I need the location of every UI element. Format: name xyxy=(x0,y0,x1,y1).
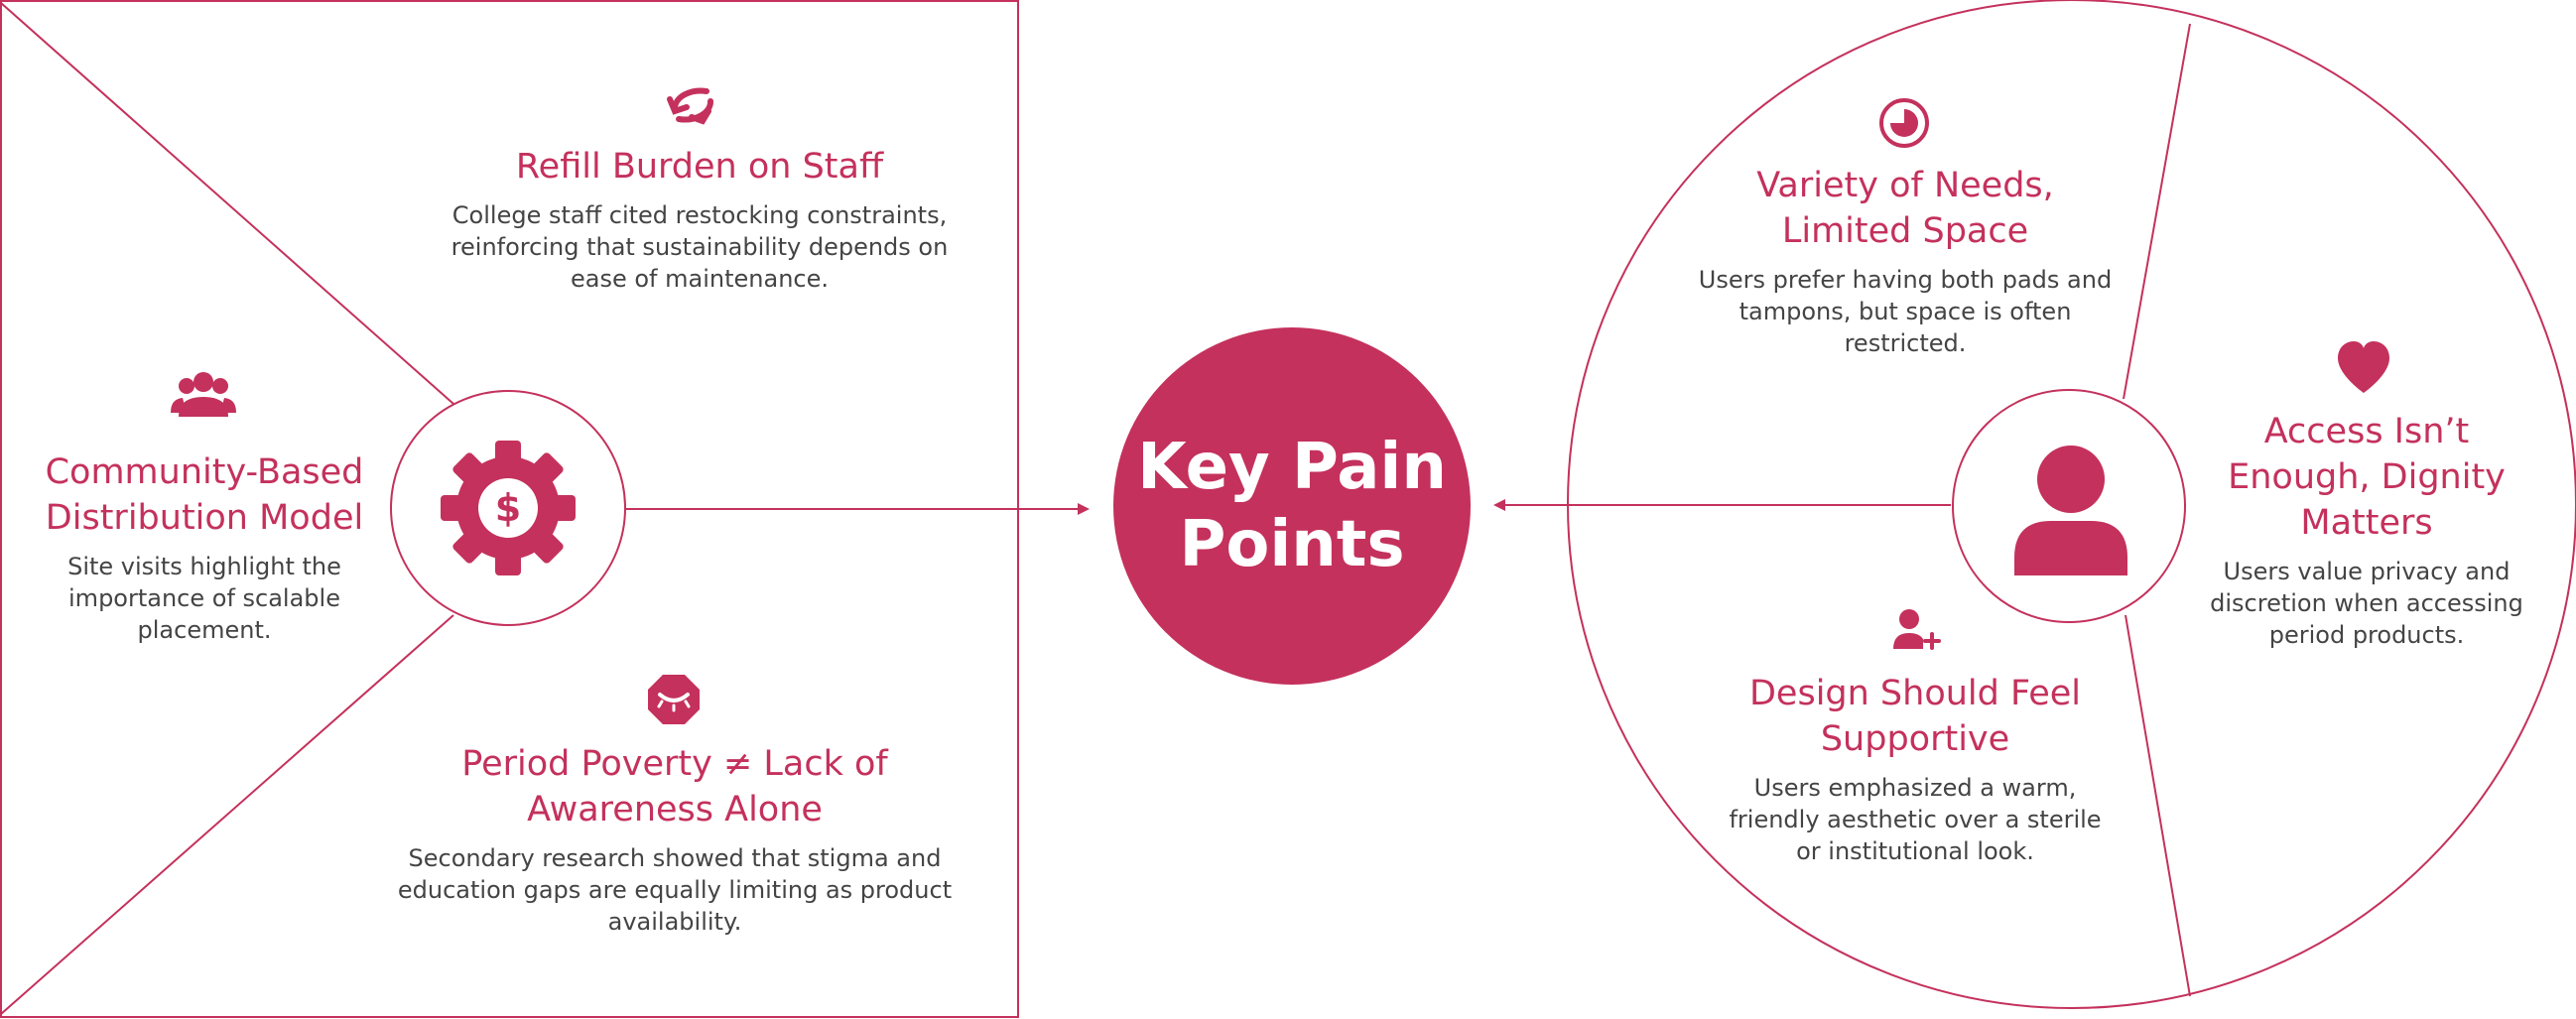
gear-dollar-icon: $ xyxy=(441,441,576,575)
card-body: College staff cited restocking constrain… xyxy=(451,201,949,293)
card-title: Refill Burden on Staff xyxy=(515,147,884,187)
left-divider-bottom xyxy=(0,614,454,1015)
left-divider-top xyxy=(0,2,454,405)
card-title: Community-Based Distribution Model xyxy=(45,452,364,538)
user-icon xyxy=(2014,446,2127,575)
card-title: Access Isn’t Enough, Dignity Matters xyxy=(2228,412,2506,543)
arrow-right-head xyxy=(1493,499,1505,511)
hidden-eye-icon xyxy=(648,675,700,724)
card-title: Design Should Feel Supportive xyxy=(1748,674,2082,759)
card-body: Secondary research showed that stigma an… xyxy=(397,844,953,936)
arrow-left-head xyxy=(1078,503,1090,515)
pie-clock-icon xyxy=(1879,98,1929,148)
card-body: Users prefer having both pads and tampon… xyxy=(1698,266,2113,357)
card-title: Period Poverty ≠ Lack of Awareness Alone xyxy=(461,744,888,829)
group-icon xyxy=(171,372,236,417)
card-period-poverty: Period Poverty ≠ Lack of Awareness Alone… xyxy=(372,741,977,938)
center-title: Key Pain Points xyxy=(1137,431,1447,581)
right-panel-circle xyxy=(1567,0,2576,1009)
card-title: Variety of Needs, Limited Space xyxy=(1756,166,2054,251)
heart-icon xyxy=(2338,341,2389,393)
card-design-supportive: Design Should Feel Supportive Users emph… xyxy=(1717,671,2114,867)
card-body: Users emphasized a warm, friendly aesthe… xyxy=(1729,774,2102,865)
card-access-dignity: Access Isn’t Enough, Dignity Matters Use… xyxy=(2198,409,2535,651)
card-variety-of-needs: Variety of Needs, Limited Space Users pr… xyxy=(1677,163,2133,359)
refresh-arrows-icon xyxy=(667,87,713,125)
right-divider-top xyxy=(2123,23,2191,400)
card-body: Users value privacy and discretion when … xyxy=(2210,558,2523,649)
right-divider-bottom xyxy=(2125,614,2191,997)
card-community-distribution: Community-Based Distribution Model Site … xyxy=(20,449,389,646)
card-refill-burden: Refill Burden on Staff College staff cit… xyxy=(397,144,1002,295)
svg-text:$: $ xyxy=(495,486,521,530)
center-circle xyxy=(1113,327,1471,685)
card-body: Site visits highlight the importance of … xyxy=(67,553,341,644)
user-plus-icon xyxy=(1893,609,1941,650)
